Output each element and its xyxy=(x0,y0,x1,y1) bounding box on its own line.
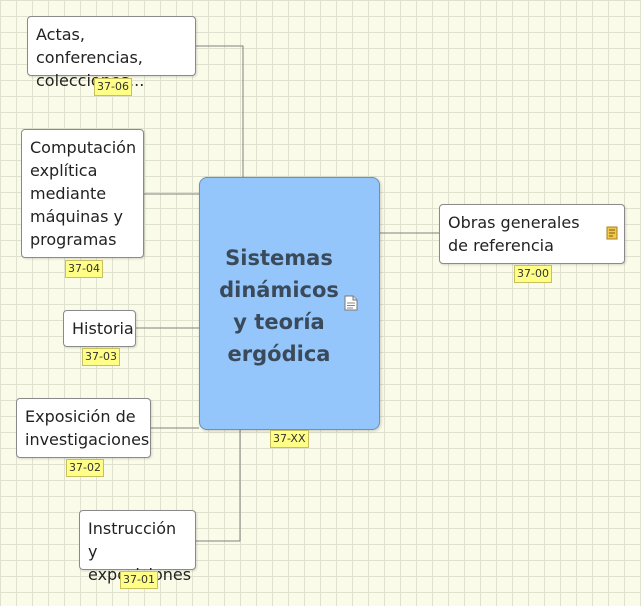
topic-computacion-label: Computación explítica mediante máquinas … xyxy=(30,138,137,249)
topic-computacion-tag: 37-04 xyxy=(65,260,103,278)
connector-instruccion xyxy=(196,430,241,542)
topic-actas-tag: 37-06 xyxy=(94,78,132,96)
topic-exposicion[interactable]: Exposición de investigaciones xyxy=(16,398,151,458)
central-topic[interactable]: Sistemas dinámicos y teoría ergódica xyxy=(199,177,380,430)
topic-instruccion[interactable]: Instrucción y exposiciones xyxy=(79,510,196,584)
connector-actas xyxy=(196,45,244,177)
topic-exposicion-label: Exposición de investigaciones xyxy=(25,407,150,449)
topic-exposicion-tag: 37-02 xyxy=(66,459,104,477)
topic-historia-tag: 37-03 xyxy=(82,348,120,366)
topic-obras-tag: 37-00 xyxy=(514,265,552,283)
topic-actas[interactable]: Actas, conferencias, colecciones... xyxy=(27,16,196,90)
central-topic-tag: 37-XX xyxy=(270,430,309,448)
topic-historia-label: Historia xyxy=(72,319,134,338)
note-page-icon xyxy=(344,295,358,311)
topic-computacion[interactable]: Computación explítica mediante máquinas … xyxy=(21,129,144,258)
topic-obras[interactable]: Obras generales de referencia xyxy=(439,204,625,264)
note-icon xyxy=(606,226,618,240)
central-topic-title: Sistemas dinámicos y teoría ergódica xyxy=(219,246,339,366)
topic-obras-label: Obras generales de referencia xyxy=(448,213,580,255)
topic-instruccion-tag: 37-01 xyxy=(120,571,158,589)
topic-historia[interactable]: Historia xyxy=(63,310,136,347)
